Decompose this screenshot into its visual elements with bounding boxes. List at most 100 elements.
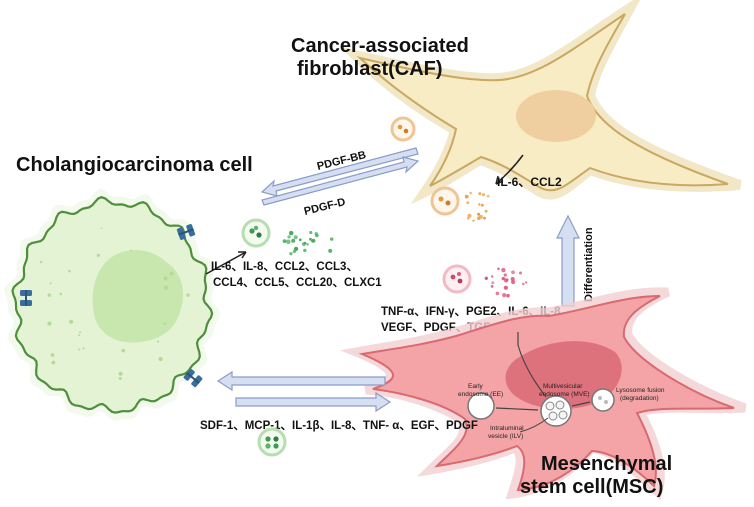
receptor-icon	[20, 290, 32, 306]
particle-dot	[301, 242, 306, 247]
particle-dot	[484, 209, 488, 213]
mve-label-line2: endosome (MVE)	[539, 391, 590, 398]
particle-dot	[303, 248, 307, 253]
particle-dot	[510, 279, 516, 285]
particle-dot	[504, 278, 509, 283]
granule-dot	[59, 292, 63, 296]
early-endosome	[467, 392, 495, 420]
particle-dot	[467, 213, 472, 218]
multivesicular-endosome	[540, 395, 572, 427]
tumor-secreted-particles	[282, 230, 334, 256]
ilv-label-line2: vesicle (ILV)	[488, 433, 523, 440]
caf-secretion-arrowhead	[495, 175, 504, 185]
particle-dot	[289, 230, 294, 236]
granule-dot	[68, 269, 71, 273]
granule-dot	[156, 340, 160, 343]
bottom-exosome-vesicle	[257, 427, 287, 457]
particle-dot	[503, 273, 507, 277]
cholangiocarcinoma-cell	[4, 188, 221, 421]
granule-dot	[39, 260, 43, 264]
granule-dot	[47, 293, 51, 297]
caf-nucleus	[516, 90, 596, 142]
granule-dot	[163, 276, 168, 281]
msc-title-line1: Mesenchymal	[541, 453, 672, 475]
ilv-pointer	[519, 417, 549, 433]
particle-dot	[501, 276, 505, 281]
particle-dot	[510, 277, 515, 281]
granule-dot	[47, 321, 52, 326]
differentiation-label: Differentiation	[583, 227, 595, 302]
receptor-icon	[176, 224, 196, 240]
particle-dot	[486, 194, 490, 198]
granule-dot	[130, 249, 132, 252]
msc-to-tumor-arrow	[216, 370, 386, 392]
cholangio-nucleus	[92, 250, 184, 343]
mve-release-path	[517, 332, 547, 398]
particle-dot	[478, 192, 482, 196]
particle-dot	[519, 271, 522, 275]
particle-dot	[469, 191, 473, 195]
particle-dot	[315, 233, 319, 238]
particle-dot	[491, 275, 494, 278]
particle-dot	[293, 235, 298, 240]
particle-dot	[511, 270, 515, 275]
particle-dot	[464, 194, 469, 199]
pdgf-d-arrow	[261, 156, 420, 206]
mve-label-line1: Multivesicular	[543, 383, 583, 390]
particle-dot	[299, 238, 302, 241]
granule-dot	[118, 371, 123, 376]
particle-dot	[481, 203, 484, 207]
tumor-secretion-arrowhead	[238, 251, 247, 259]
granule-dot	[169, 271, 174, 276]
particle-dot	[286, 239, 291, 245]
tumor-factors-line2: CCL4、CCL5、CCL20、CLXC1	[213, 277, 382, 289]
particle-dot	[309, 237, 312, 241]
ilv-label-line1: Intraluminal	[490, 425, 524, 432]
granule-dot	[51, 360, 56, 365]
particle-dot	[466, 217, 470, 220]
tumor-exosome-vesicle	[241, 218, 271, 248]
particle-dot	[495, 291, 500, 296]
msc-title-line2: stem cell(MSC)	[520, 476, 663, 498]
granule-dot	[164, 285, 169, 290]
msc-cell	[339, 287, 747, 501]
granule-dot	[163, 322, 167, 325]
caf-cell	[339, 0, 742, 205]
granule-dot	[121, 348, 126, 353]
particle-dot	[306, 243, 309, 246]
particle-dot	[328, 248, 333, 253]
msc-exosome-vesicle	[442, 264, 472, 294]
pdgf-d-label: PDGF-D	[303, 196, 347, 218]
ee-to-mve-arrow	[495, 407, 539, 411]
particle-dot	[479, 214, 483, 219]
lysosome	[591, 388, 615, 412]
granule-dot	[100, 227, 103, 230]
particle-dot	[477, 212, 481, 216]
particle-dot	[503, 285, 508, 290]
particle-dot	[502, 293, 507, 298]
granule-dot	[50, 353, 55, 357]
caf-title-line1: Cancer-associated	[291, 35, 469, 57]
particle-dot	[472, 219, 475, 222]
particle-dot	[309, 230, 313, 235]
particle-dot	[525, 281, 528, 284]
mve-to-lysosome-arrow	[571, 401, 591, 407]
particle-dot	[289, 252, 293, 256]
particle-dot	[311, 238, 316, 243]
tumor-factors-line1: IL-6、IL-8、CCL2、CCL3、	[211, 261, 358, 273]
particle-dot	[484, 276, 488, 280]
granule-dot	[96, 253, 100, 257]
caf-secreted-particles	[464, 191, 490, 222]
caf-secretion-arrow	[495, 154, 524, 185]
pdgf-exosome-vesicle	[390, 116, 416, 142]
caf-exosome-vesicle	[430, 186, 460, 216]
particle-dot	[483, 216, 486, 220]
differentiation-arrow	[556, 214, 580, 307]
particle-dot	[497, 267, 500, 271]
granule-dot	[118, 377, 122, 380]
caf-secreted-factors: IL-6、CCL2	[497, 175, 562, 189]
granule-dot	[78, 334, 81, 337]
msc-nucleus	[505, 341, 622, 410]
